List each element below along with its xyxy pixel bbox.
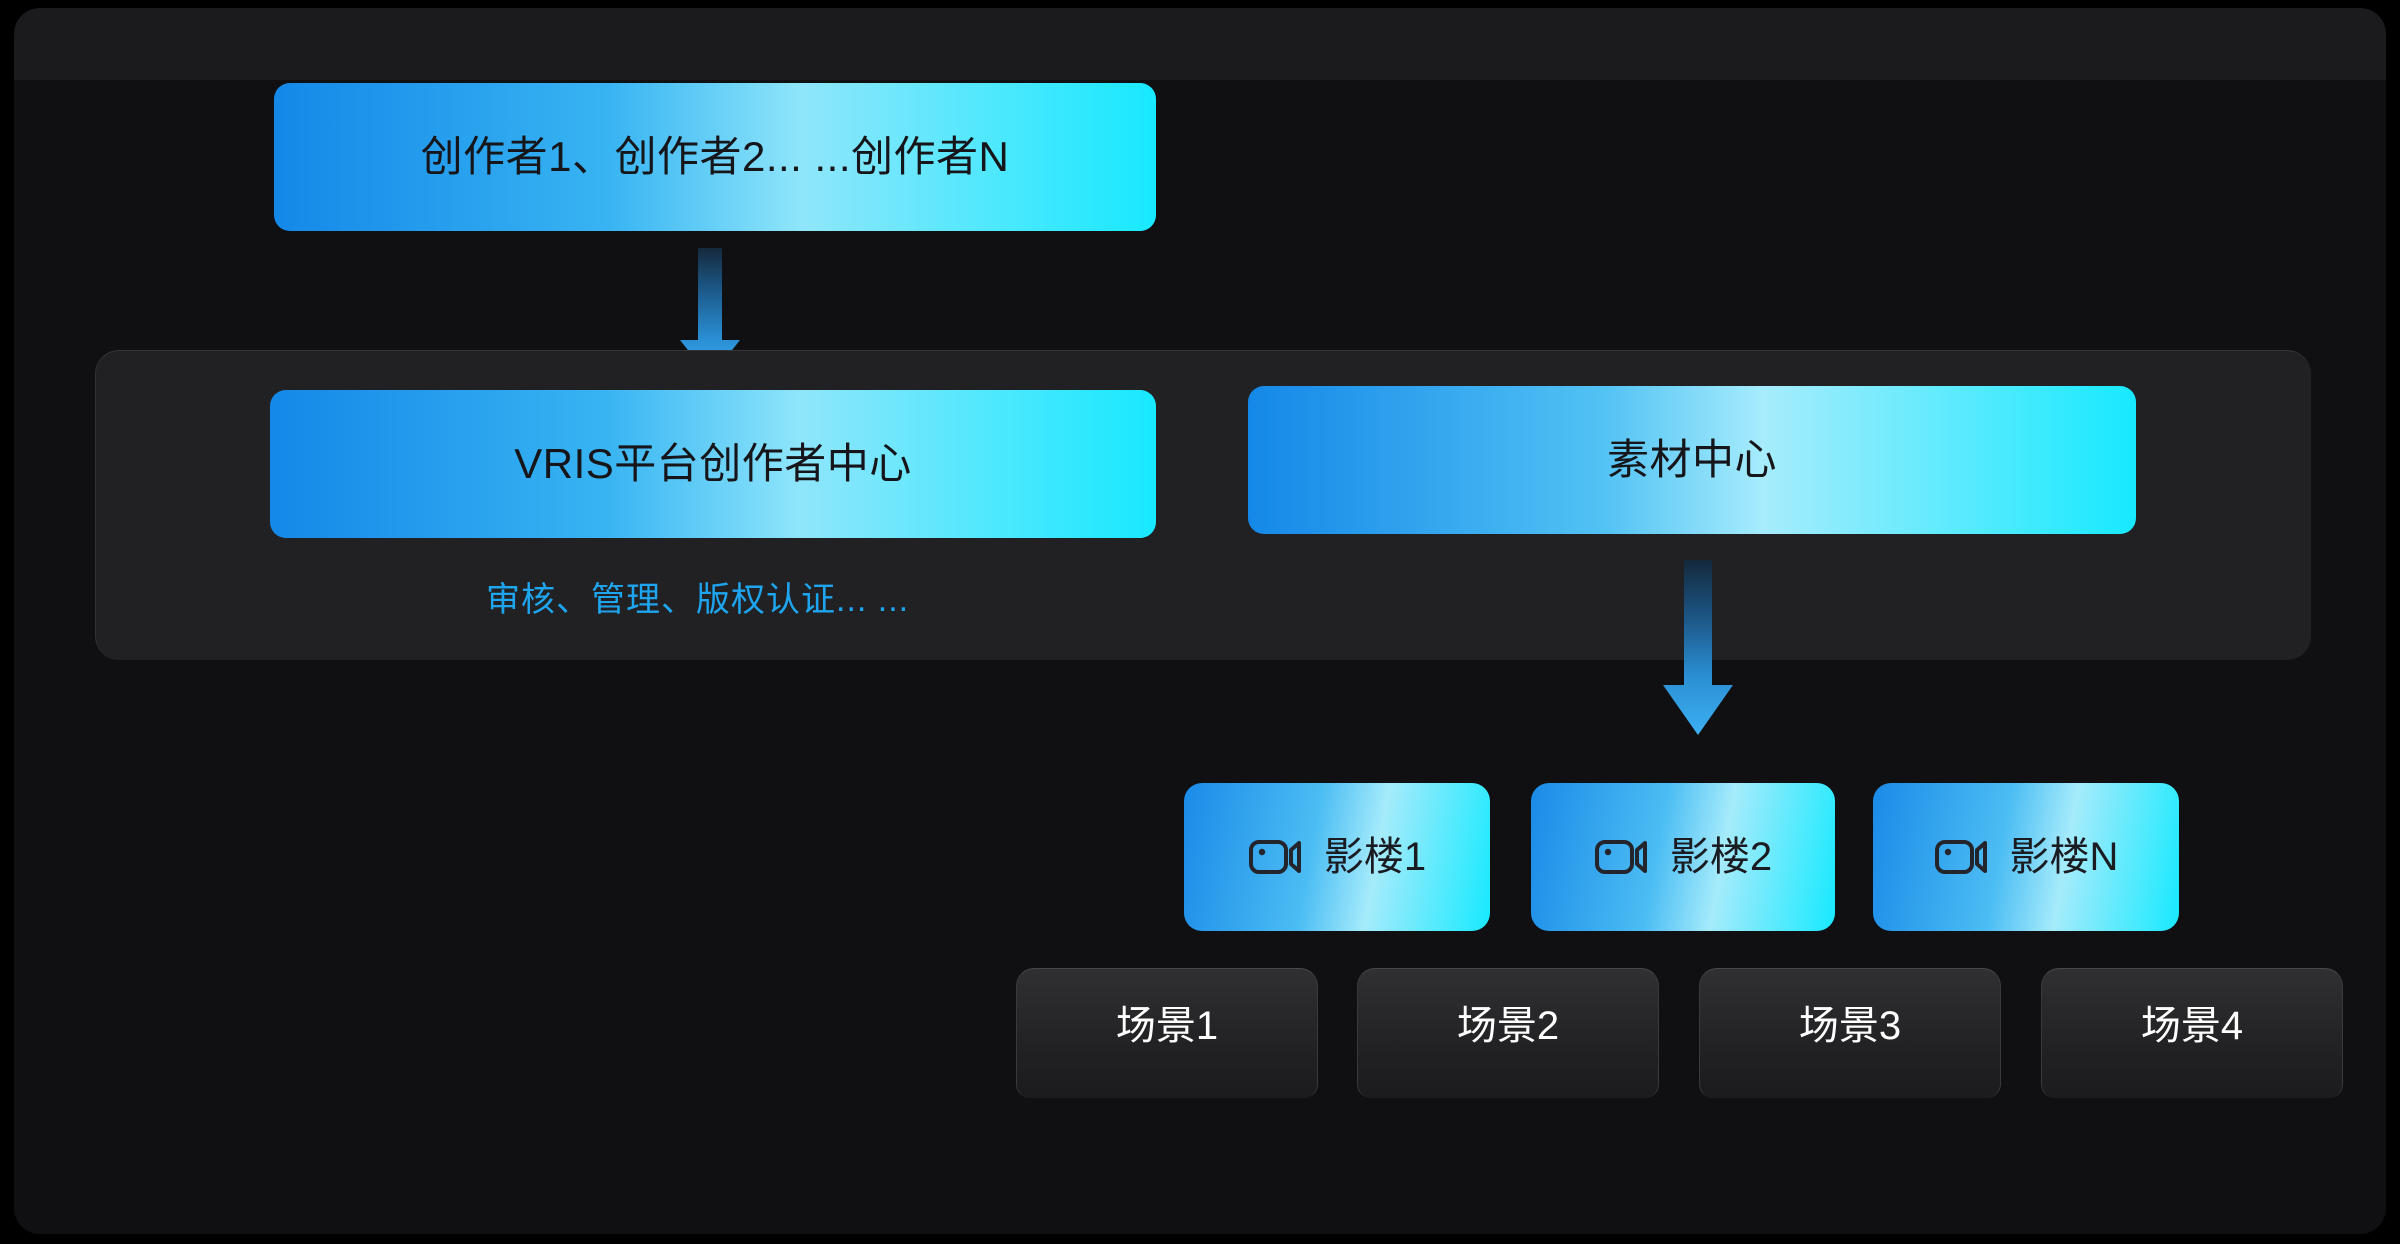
studio-box-1[interactable]: 影楼1 [1184, 783, 1490, 931]
arrow-creators-to-vris-icon [680, 248, 740, 378]
studio-box-2[interactable]: 影楼2 [1531, 783, 1835, 931]
scene-label-4: 场景4 [2140, 1003, 2244, 1048]
vris-creator-center-label: VRIS平台创作者中心 [514, 440, 912, 487]
arrow-material-to-studios-icon [1663, 560, 1733, 735]
material-center-label: 素材中心 [1606, 436, 1777, 483]
studio-label-2: 影楼2 [1669, 835, 1773, 879]
studio-label-3: 影楼N [2009, 835, 2119, 879]
outer-container-top-band [14, 8, 2386, 80]
vris-creator-center-box[interactable]: VRIS平台创作者中心 [270, 390, 1156, 538]
scene-box-4[interactable]: 场景4 [2041, 968, 2343, 1098]
video-camera-icon [1934, 840, 1987, 874]
scene-label-2: 场景2 [1456, 1003, 1560, 1048]
studio-label-1: 影楼1 [1323, 835, 1427, 879]
material-center-box[interactable]: 素材中心 [1248, 386, 2136, 534]
creators-box[interactable]: 创作者1、创作者2... ...创作者N [274, 83, 1156, 231]
video-camera-icon [1594, 840, 1647, 874]
scene-box-1[interactable]: 场景1 [1016, 968, 1318, 1098]
video-camera-icon [1248, 840, 1301, 874]
studio-box-3[interactable]: 影楼N [1873, 783, 2179, 931]
moderation-caption: 审核、管理、版权认证... ... [486, 581, 910, 619]
scene-label-1: 场景1 [1115, 1003, 1219, 1048]
scene-box-2[interactable]: 场景2 [1357, 968, 1659, 1098]
creators-box-label: 创作者1、创作者2... ...创作者N [420, 133, 1010, 180]
scene-box-3[interactable]: 场景3 [1699, 968, 2001, 1098]
scene-label-3: 场景3 [1798, 1003, 1902, 1048]
